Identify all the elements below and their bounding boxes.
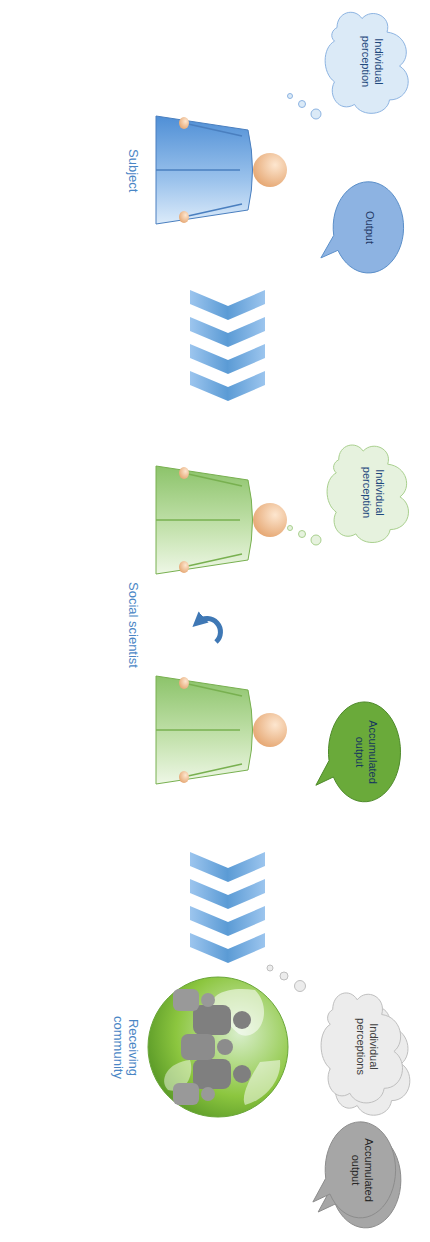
node-text: Output (364, 211, 377, 244)
node-outline (320, 180, 408, 275)
thought-cloud: Individual perception (322, 5, 422, 118)
node-text: Accumulated output (353, 717, 378, 787)
thought-cloud-stack: Individual perceptions (318, 985, 416, 1108)
globe-icon (148, 977, 288, 1117)
speech-bubble-stack: Accumulated output (312, 1120, 400, 1220)
chevron-arrows (190, 290, 265, 401)
node-text: Individual perceptions (354, 1011, 379, 1082)
node-text: Individual perception (360, 461, 385, 524)
figure-caption: Receiving community (110, 1000, 140, 1095)
node-text: Individual perception (359, 29, 384, 94)
node-text: Accumulated output (349, 1137, 374, 1204)
chevron-arrows (190, 852, 265, 963)
person-figure (156, 116, 287, 224)
person-figure (156, 466, 287, 574)
thought-cloud: Individual perception (324, 438, 422, 547)
figure-caption: Social scientist (125, 582, 140, 668)
figure-caption: Subject (125, 149, 140, 192)
thought-dots (267, 94, 321, 992)
speech-bubble: Output (320, 180, 408, 275)
speech-bubble: Accumulated output (315, 700, 405, 804)
person-figure (156, 676, 287, 784)
curved-arrow (198, 619, 220, 642)
